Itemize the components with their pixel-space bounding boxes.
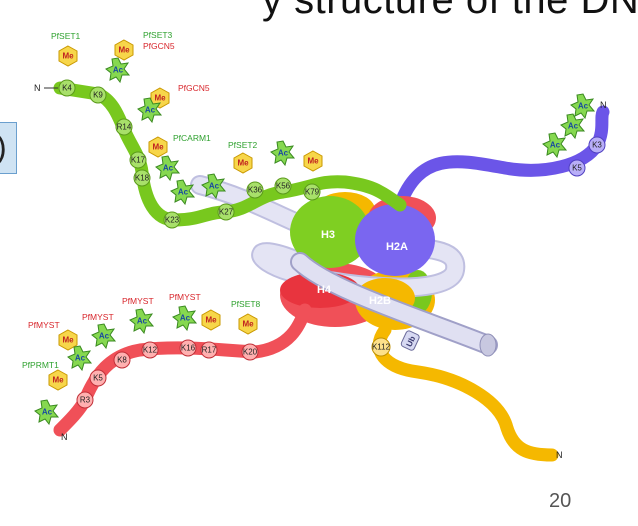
svg-text:K112: K112 [372, 343, 391, 352]
svg-text:Me: Me [242, 320, 254, 329]
svg-text:K56: K56 [276, 182, 291, 191]
svg-text:Ac: Ac [75, 354, 86, 363]
enzyme-label-pfset3: PfSET3 [143, 30, 173, 40]
enzyme-label-pfgcn5: PfGCN5 [143, 41, 175, 51]
svg-text:Me: Me [62, 52, 74, 61]
h4-core-label: H4 [317, 284, 332, 296]
svg-text:Ac: Ac [180, 314, 191, 323]
svg-text:Ac: Ac [578, 102, 589, 111]
svg-text:K23: K23 [165, 216, 180, 225]
h4-n-terminus: N [61, 432, 68, 442]
svg-text:Ac: Ac [163, 164, 174, 173]
enzyme-label-pfset8: PfSET8 [231, 299, 261, 309]
enzyme-label-pfgcn5-2: PfGCN5 [178, 83, 210, 93]
enzyme-label-pfprmt1: PfPRMT1 [22, 360, 59, 370]
svg-text:K4: K4 [62, 84, 72, 93]
enzyme-label-pfcarm1: PfCARM1 [173, 133, 211, 143]
svg-text:R14: R14 [117, 123, 132, 132]
enzyme-label-pfset2: PfSET2 [228, 140, 258, 150]
h2a-core-label: H2A [386, 241, 408, 253]
svg-text:Me: Me [307, 157, 319, 166]
enzyme-label-pfmyst-4: PfMYST [169, 292, 201, 302]
svg-text:K8: K8 [117, 356, 127, 365]
svg-text:K20: K20 [243, 348, 258, 357]
svg-text:R3: R3 [80, 396, 91, 405]
svg-text:K79: K79 [305, 188, 320, 197]
svg-text:Me: Me [52, 376, 64, 385]
h2a-core [355, 204, 435, 276]
svg-text:Ac: Ac [178, 188, 189, 197]
svg-text:K12: K12 [143, 346, 158, 355]
svg-text:K9: K9 [93, 91, 103, 100]
enzyme-label-pfmyst-1: PfMYST [28, 320, 60, 330]
svg-text:Ac: Ac [99, 332, 110, 341]
svg-text:K36: K36 [248, 186, 263, 195]
svg-text:Ac: Ac [209, 182, 220, 191]
dna-end-cap [480, 334, 496, 356]
h2b-core-label: H2B [369, 295, 391, 307]
svg-text:Ac: Ac [113, 66, 124, 75]
svg-text:K17: K17 [131, 156, 146, 165]
page-number: 20 [549, 490, 571, 513]
svg-text:Ac: Ac [145, 106, 156, 115]
svg-text:K5: K5 [93, 374, 103, 383]
svg-text:Ac: Ac [550, 141, 561, 150]
svg-text:Me: Me [237, 159, 249, 168]
svg-text:Me: Me [152, 143, 164, 152]
svg-text:K5: K5 [572, 164, 582, 173]
svg-text:Me: Me [62, 336, 74, 345]
h2b-n-terminus: N [556, 450, 563, 460]
svg-text:K3: K3 [592, 141, 602, 150]
h3-core-label: H3 [321, 229, 335, 241]
h2a-n-terminus: N [600, 100, 607, 110]
svg-text:Me: Me [205, 316, 217, 325]
svg-text:K16: K16 [181, 344, 196, 353]
svg-text:Ac: Ac [137, 317, 148, 326]
svg-text:Ac: Ac [568, 122, 579, 131]
svg-text:Ac: Ac [278, 149, 289, 158]
svg-text:K27: K27 [219, 208, 234, 217]
svg-text:R17: R17 [202, 346, 217, 355]
enzyme-label-pfmyst-2: PfMYST [82, 312, 114, 322]
enzyme-label-pfset1: PfSET1 [51, 31, 81, 41]
svg-text:Me: Me [118, 46, 130, 55]
svg-text:Ac: Ac [42, 408, 53, 417]
h2b-tail [379, 330, 552, 455]
h3-n-terminus: N [34, 83, 41, 93]
enzyme-label-pfmyst-3: PfMYST [122, 296, 154, 306]
svg-text:K18: K18 [135, 174, 150, 183]
svg-text:Me: Me [154, 94, 166, 103]
